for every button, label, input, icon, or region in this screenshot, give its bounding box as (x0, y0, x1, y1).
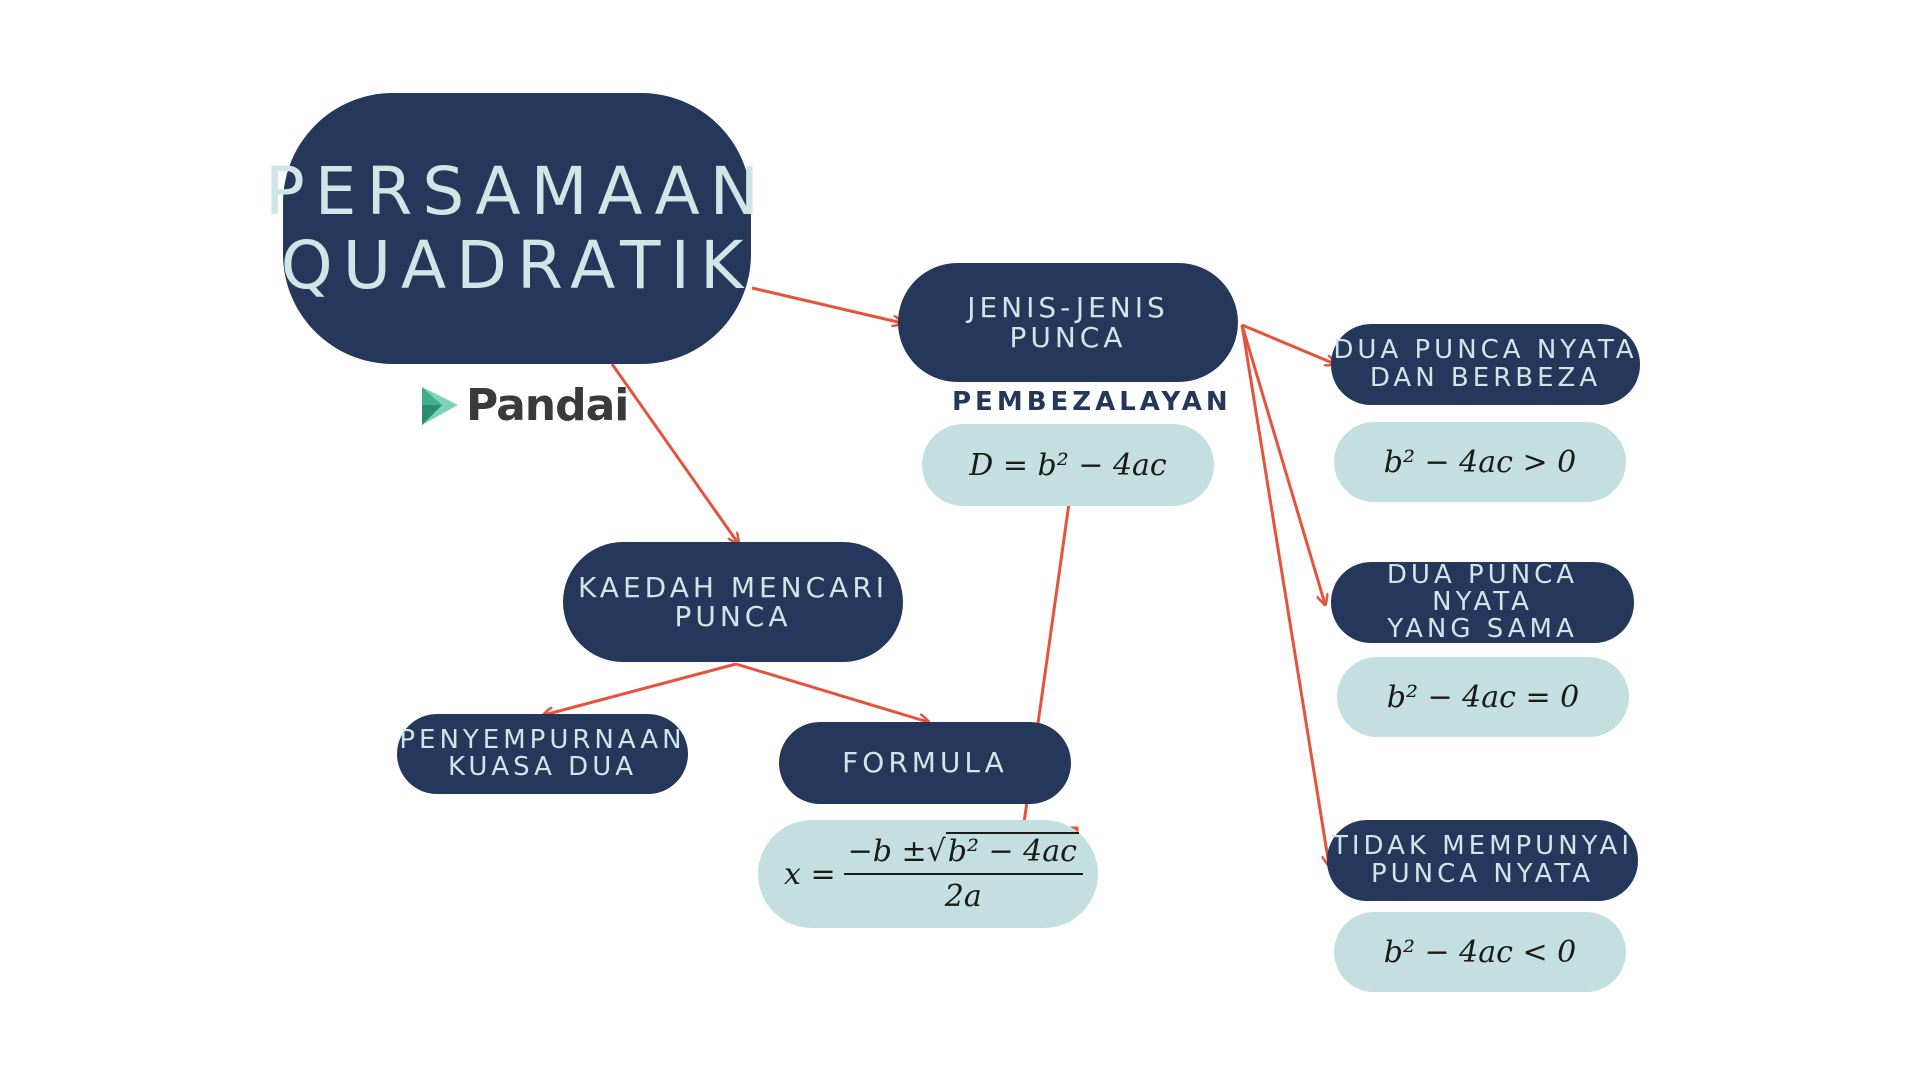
case2-condition-text: b² − 4ac = 0 (1386, 679, 1580, 715)
case-distinct-real-roots-node: DUA PUNCA NYATA DAN BERBEZA (1331, 324, 1640, 405)
pandai-logo-text: Pandai (466, 380, 629, 431)
arrow-kaedah-to-formula (735, 662, 928, 722)
penyempurnaan-line2: KUASA DUA (447, 752, 638, 782)
formula-label: FORMULA (842, 746, 1008, 780)
case1-line2: DAN BERBEZA (1369, 362, 1602, 393)
case2-line1: DUA PUNCA NYATA (1386, 559, 1579, 617)
main-topic-line1: PERSAMAAN (264, 152, 770, 230)
jenis-jenis-punca-node: JENIS-JENIS PUNCA (898, 263, 1238, 382)
arrow-title-to-kaedah (610, 363, 738, 543)
formula-node: FORMULA (779, 722, 1071, 804)
discriminant-text: D = b² − 4ac (969, 447, 1167, 483)
case1-condition-text: b² − 4ac > 0 (1383, 444, 1577, 480)
formula-fraction: −b ±√b² − 4ac 2a (843, 832, 1083, 914)
case3-line1: TIDAK MEMPUNYAI (1332, 831, 1633, 862)
formula-lhs: x = (784, 856, 836, 892)
kaedah-line1: KAEDAH MENCARI (577, 570, 889, 604)
case1-condition: b² − 4ac > 0 (1334, 422, 1626, 502)
arrow-kaedah-to-penyempurnaan (544, 662, 737, 715)
case-equal-real-roots-node: DUA PUNCA NYATA YANG SAMA (1331, 559, 1634, 645)
main-topic-line2: QUADRATIK (280, 226, 754, 304)
case-no-real-roots-node: TIDAK MEMPUNYAI PUNCA NYATA (1327, 820, 1638, 901)
formula-numerator: −b ±√b² − 4ac (843, 832, 1083, 875)
pandai-logo: Pandai (418, 380, 629, 431)
arrow-jenis-to-case1 (1241, 323, 1335, 364)
formula-radicand: b² − 4ac (945, 832, 1079, 869)
formula-numerator-a: −b ± (847, 834, 927, 869)
case3-condition-text: b² − 4ac < 0 (1383, 934, 1577, 970)
case1-line1: DUA PUNCA NYATA (1333, 335, 1638, 366)
formula-denominator: 2a (944, 879, 982, 914)
kaedah-mencari-punca-node: KAEDAH MENCARI PUNCA (563, 542, 903, 662)
pandai-logo-icon (422, 386, 458, 425)
arrow-title-to-jenis (751, 286, 902, 323)
jenis-line2: PUNCA (1009, 320, 1127, 354)
quadratic-formula: x = −b ±√b² − 4ac 2a (758, 820, 1098, 928)
arrow-jenis-to-case3 (1240, 324, 1329, 865)
case2-condition: b² − 4ac = 0 (1337, 657, 1629, 737)
main-topic-node: PERSAMAAN QUADRATIK (265, 93, 759, 364)
arrow-jenis-to-case2 (1240, 324, 1325, 604)
pembezalayan-label: PEMBEZALAYAN (952, 387, 1232, 417)
jenis-line1: JENIS-JENIS (967, 291, 1169, 325)
case2-line2: YANG SAMA (1387, 614, 1578, 645)
case3-line2: PUNCA NYATA (1370, 858, 1595, 889)
penyempurnaan-line1: PENYEMPURNAAN (399, 724, 686, 755)
kaedah-line2: PUNCA (674, 600, 792, 633)
radical-sign: √ (926, 834, 946, 869)
case3-condition: b² − 4ac < 0 (1334, 912, 1626, 992)
penyempurnaan-kuasa-dua-node: PENYEMPURNAAN KUASA DUA (397, 714, 688, 794)
discriminant-formula: D = b² − 4ac (922, 424, 1214, 506)
